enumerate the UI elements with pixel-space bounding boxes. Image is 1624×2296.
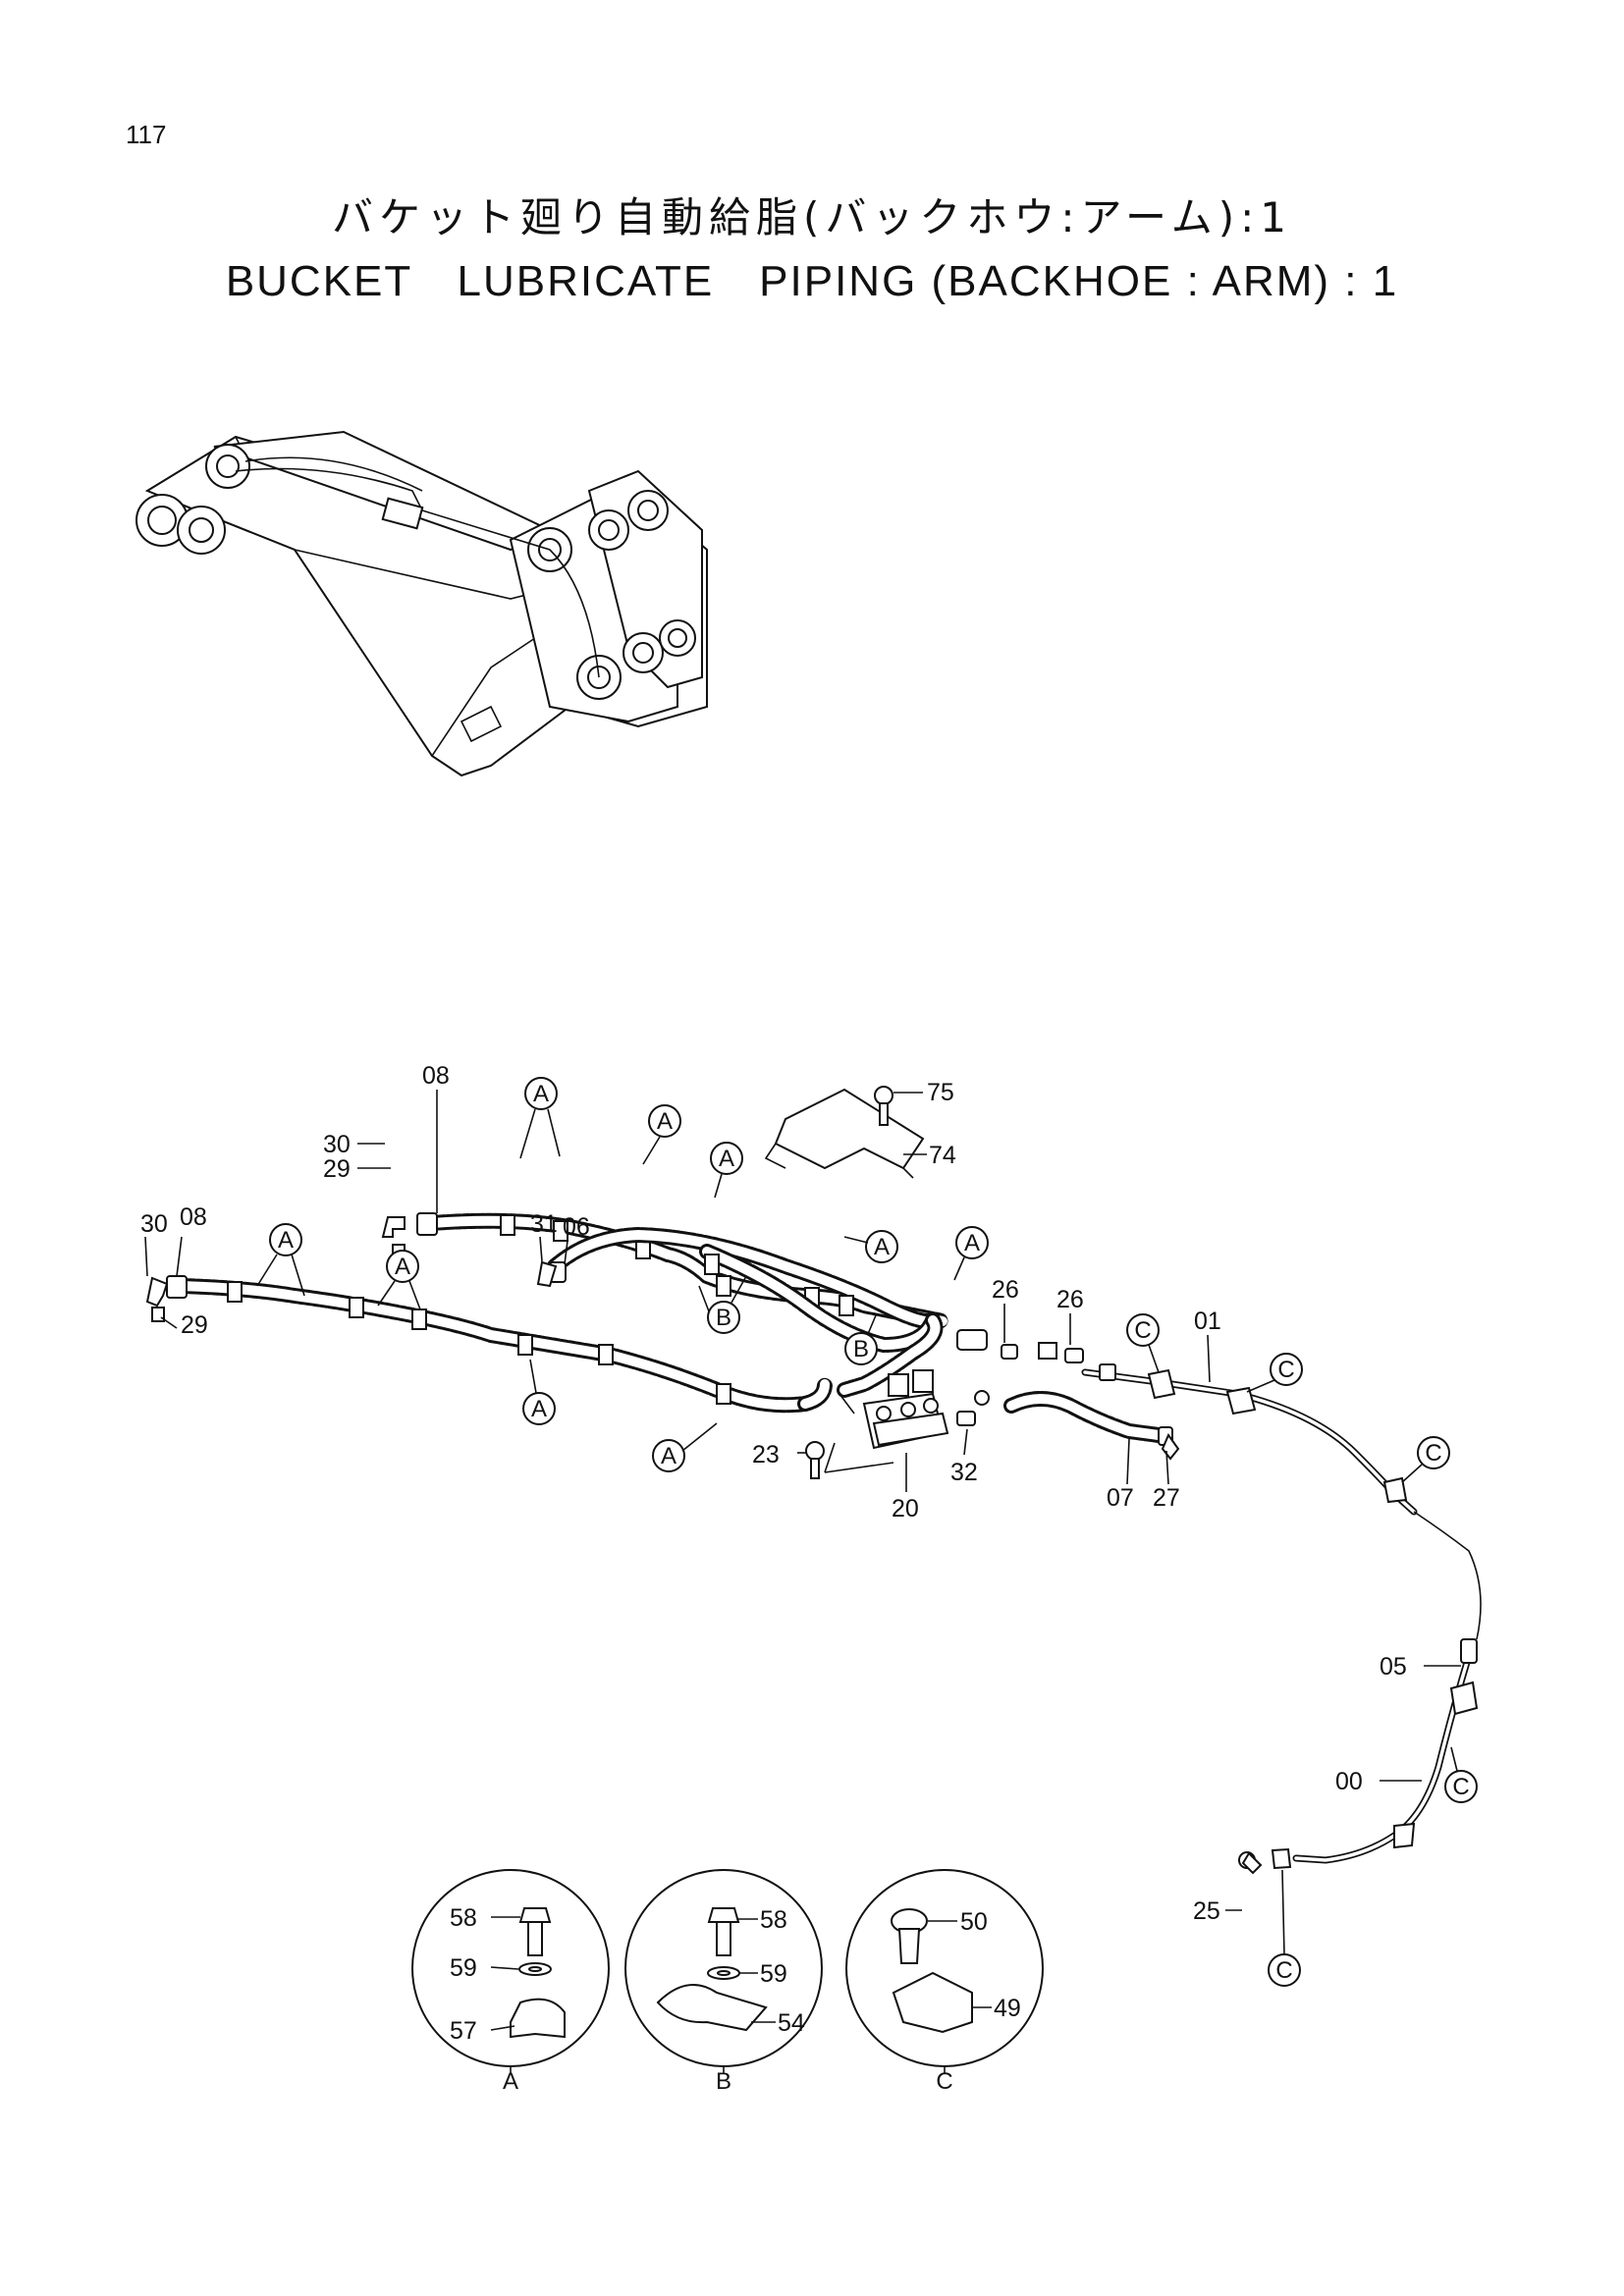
detail-b-callout-59: 59 xyxy=(760,1960,787,1988)
svg-text:B: B xyxy=(716,1305,731,1331)
callout-75: 75 xyxy=(927,1079,954,1106)
page-number: 117 xyxy=(126,120,167,149)
callout-32: 32 xyxy=(950,1459,978,1486)
clamp-marker-b: B xyxy=(698,1275,747,1334)
clamp-marker-a: A xyxy=(652,1422,718,1472)
callout-27: 27 xyxy=(1153,1484,1180,1512)
callout-23: 23 xyxy=(752,1441,780,1468)
callout-08-upper: 08 xyxy=(422,1062,450,1090)
svg-text:A: A xyxy=(964,1230,980,1256)
svg-text:C: C xyxy=(1452,1774,1469,1800)
upper-hose-08 xyxy=(416,1212,950,1329)
svg-text:A: A xyxy=(874,1234,890,1260)
callout-29-upper: 29 xyxy=(323,1155,351,1183)
detail-c-callout-50: 50 xyxy=(960,1908,988,1936)
detail-c-label: C xyxy=(936,2068,952,2095)
lower-hose-08 xyxy=(166,1275,833,1414)
svg-text:A: A xyxy=(719,1146,734,1172)
svg-text:B: B xyxy=(853,1336,869,1362)
detail-a: 58 59 57 A xyxy=(411,1869,610,2095)
callout-08-lower: 08 xyxy=(180,1203,207,1231)
callout-06: 06 xyxy=(563,1213,590,1241)
svg-text:A: A xyxy=(278,1227,294,1254)
callout-01: 01 xyxy=(1194,1308,1221,1335)
clamp-marker-c: C xyxy=(1126,1313,1160,1373)
svg-text:C: C xyxy=(1275,1957,1292,1984)
svg-text:C: C xyxy=(1277,1357,1294,1383)
clamp-marker-a: A xyxy=(642,1104,681,1165)
callout-20: 20 xyxy=(892,1495,919,1522)
detail-c-callout-49: 49 xyxy=(994,1995,1021,2022)
svg-text:A: A xyxy=(531,1396,547,1422)
clamp-marker-c: C xyxy=(1246,1353,1303,1393)
svg-text:C: C xyxy=(1425,1440,1441,1467)
svg-text:C: C xyxy=(1134,1317,1151,1344)
arm-overview-illustration xyxy=(135,430,708,777)
clamp-marker-b: B xyxy=(844,1314,878,1365)
title-english: BUCKET LUBRICATE PIPING (BACKHOE : ARM) … xyxy=(225,257,1399,305)
callout-07: 07 xyxy=(1107,1484,1134,1512)
bracket-74 xyxy=(764,1086,925,1179)
detail-a-callout-57: 57 xyxy=(450,2017,477,2045)
svg-text:A: A xyxy=(661,1443,677,1469)
clamp-markers: A A A A A A A A A B B C C C C C xyxy=(256,1077,1478,1987)
clamp-marker-a: A xyxy=(522,1359,556,1425)
clamp-marker-c: C xyxy=(1401,1436,1450,1483)
callout-26-a: 26 xyxy=(992,1276,1019,1304)
title-japanese: バケット廻り自動給脂(バックホウ:アーム):1 xyxy=(331,193,1292,241)
svg-text:A: A xyxy=(533,1081,549,1107)
callout-74: 74 xyxy=(929,1142,956,1169)
detail-c: 50 49 C xyxy=(845,1869,1044,2095)
callout-29-lower: 29 xyxy=(181,1311,208,1339)
part-callouts: 08 30 29 30 08 29 06 31 75 74 26 26 01 2… xyxy=(140,1062,1407,1925)
clamp-marker-a: A xyxy=(710,1142,743,1199)
detail-a-callout-58: 58 xyxy=(450,1904,477,1932)
callout-25: 25 xyxy=(1193,1897,1220,1925)
detail-b-callout-58: 58 xyxy=(760,1906,787,1934)
elbow-fittings xyxy=(145,1216,1263,1875)
clamp-marker-a: A xyxy=(953,1226,989,1281)
detail-b-callout-54: 54 xyxy=(778,2009,805,2037)
hose-06-pair xyxy=(547,1226,988,1398)
clamp-marker-a: A xyxy=(843,1230,898,1263)
callout-30-lower: 30 xyxy=(140,1210,168,1238)
callout-00: 00 xyxy=(1335,1768,1363,1795)
clamp-marker-c: C xyxy=(1444,1746,1478,1803)
callout-31: 31 xyxy=(530,1210,558,1238)
svg-text:A: A xyxy=(657,1108,673,1135)
hose-07 xyxy=(1003,1391,1173,1446)
callout-30-upper: 30 xyxy=(323,1131,351,1158)
leader-lines xyxy=(144,1090,1461,1911)
detail-a-callout-59: 59 xyxy=(450,1954,477,1982)
detail-a-label: A xyxy=(503,2068,518,2095)
clamp-marker-a: A xyxy=(519,1077,561,1159)
callout-05: 05 xyxy=(1380,1653,1407,1681)
clamp-marker-a: A xyxy=(256,1223,305,1297)
svg-text:A: A xyxy=(395,1254,410,1280)
distributor-block-20 xyxy=(824,1369,949,1473)
clamp-marker-c: C xyxy=(1268,1869,1301,1987)
fittings-row xyxy=(805,1342,1084,1479)
detail-b: 58 59 54 B xyxy=(624,1869,823,2095)
pipe-01-05-00 xyxy=(1081,1363,1482,1870)
clamp-marker-a: A xyxy=(377,1250,421,1310)
detail-b-label: B xyxy=(716,2068,731,2095)
callout-26-b: 26 xyxy=(1056,1286,1084,1313)
